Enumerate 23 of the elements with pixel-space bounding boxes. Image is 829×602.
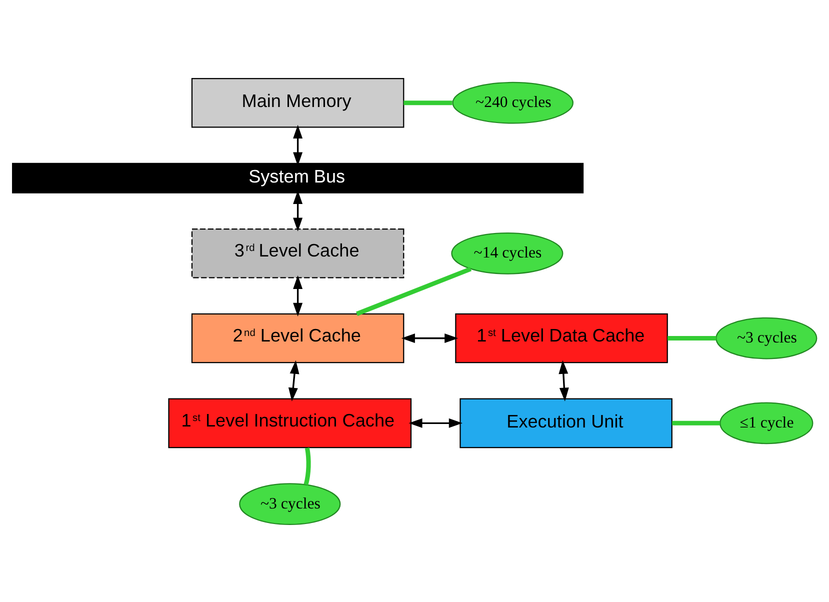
connector [356,266,472,316]
arrow [293,124,303,166]
node-box: 2$^{nd}$ Level Cache [191,312,404,363]
arrow [558,360,569,401]
node-box: System Bus [12,162,584,193]
connector [668,336,716,340]
node-box: Execution Unit [460,398,672,448]
arrow [408,418,462,428]
connector [672,420,720,425]
node-ellipse: ~3 cycles [239,482,341,525]
node-box: 1$^{st}$ Level Instruction Cache [168,398,412,448]
arrow [401,333,458,343]
connector [304,447,311,485]
arrow [288,360,300,401]
node-ellipse: ~14 cycles [451,232,564,274]
node-ellipse: ~3 cycles [716,316,818,359]
node-ellipse: ≤1 cycle [720,402,814,444]
arrow [293,274,303,316]
node-box: 3$^{rd}$ Level Cache [191,228,404,278]
node-box: 1$^{st}$ Level Data Cache [455,312,668,363]
node-ellipse: ~240 cycles [452,81,574,124]
node-box: Main Memory [191,77,404,128]
connector [404,100,452,105]
